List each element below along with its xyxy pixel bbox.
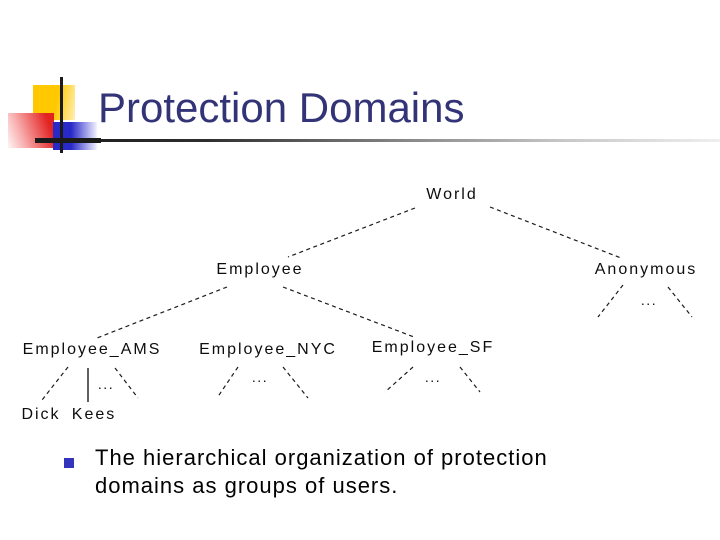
tree-node-world: World [426,186,478,203]
tree-edge-ams-dick [41,366,69,401]
bullet-square-icon [64,458,74,468]
decoration-vertical-line [60,77,63,153]
bullet-caption: The hierarchical organization of protect… [95,444,548,500]
tree-ellipsis-ams: ... [97,376,115,392]
tree-edge-anonymous-left [597,284,624,318]
tree-edge-world-anonymous [489,206,622,259]
tree-edge-employee-sf [282,286,415,338]
decoration-horizontal-line [35,138,101,143]
tree-node-kees: Kees [71,406,117,423]
tree-node-employee-ams: Employee_AMS [22,341,162,358]
tree-node-employee-sf: Employee_SF [371,339,495,356]
tree-edge-nyc-left [216,366,239,399]
tree-edge-sf-left [384,366,414,393]
tree-ellipsis-anonymous: ... [640,292,658,308]
title-underline-rule [35,139,720,142]
tree-ellipsis-nyc: ... [251,369,269,385]
tree-edge-sf-right [459,366,481,393]
tree-node-employee-nyc: Employee_NYC [199,341,337,358]
tree-edge-employee-ams [96,286,228,339]
tree-node-dick: Dick [21,406,61,423]
tree-node-employee: Employee [216,261,304,278]
tree-edge-ams-right [114,367,139,399]
tree-edge-nyc-right [282,366,309,399]
tree-node-anonymous: Anonymous [594,261,698,278]
bullet-caption-line-1: The hierarchical organization of protect… [95,445,548,470]
tree-ellipsis-sf: ... [424,369,442,385]
tree-edge-anonymous-right [667,286,693,318]
bullet-caption-line-2: domains as groups of users. [95,473,399,498]
slide-title: Protection Domains [98,84,465,131]
tree-edge-world-employee [287,207,416,258]
